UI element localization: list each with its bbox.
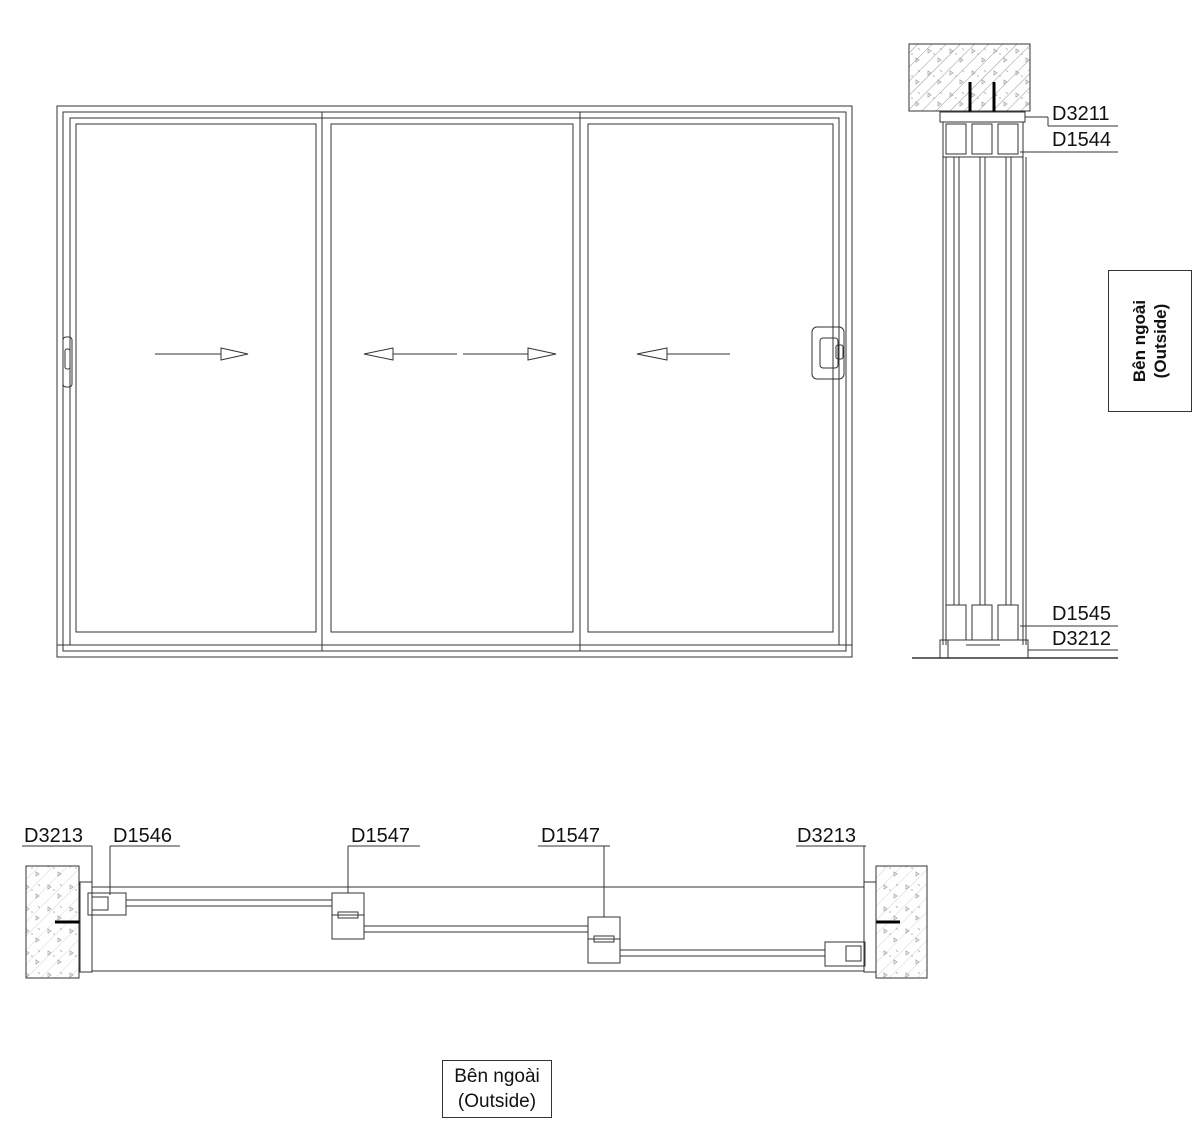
outside-note-vertical: Bên ngoài (Outside) xyxy=(1108,270,1192,412)
panel-right xyxy=(579,117,840,646)
horizontal-section xyxy=(22,845,928,979)
arrow-right-icon xyxy=(463,347,557,361)
outside-note-line1: Bên ngoài xyxy=(1130,299,1149,383)
vertical-section xyxy=(908,43,1118,659)
label-stile-left: D1546 xyxy=(113,825,172,847)
label-interlock-1: D1547 xyxy=(351,825,410,847)
handle-left-icon xyxy=(62,336,73,388)
handle-right-icon xyxy=(811,326,845,380)
label-sill-frame: D3212 xyxy=(1052,628,1111,650)
outside-note-line1: Bên ngoài xyxy=(454,1066,540,1087)
label-bottom-rail: D1545 xyxy=(1052,603,1111,625)
panel-middle xyxy=(321,111,581,652)
arrow-right-icon xyxy=(155,347,249,361)
label-jamb-right: D3213 xyxy=(797,825,856,847)
label-interlock-2: D1547 xyxy=(541,825,600,847)
outside-note-line2: (Outside) xyxy=(457,1091,537,1112)
outside-note-horizontal: Bên ngoài (Outside) xyxy=(442,1060,552,1118)
arrow-left-icon xyxy=(636,347,730,361)
label-jamb-left: D3213 xyxy=(24,825,83,847)
outer-frame xyxy=(56,105,853,658)
label-head-frame: D3211 xyxy=(1052,103,1109,125)
arrow-left-icon xyxy=(363,347,457,361)
panel-left xyxy=(69,117,323,646)
label-top-rail: D1544 xyxy=(1052,129,1111,151)
outside-note-line2: (Outside) xyxy=(1151,303,1170,379)
door-elevation xyxy=(56,105,853,658)
